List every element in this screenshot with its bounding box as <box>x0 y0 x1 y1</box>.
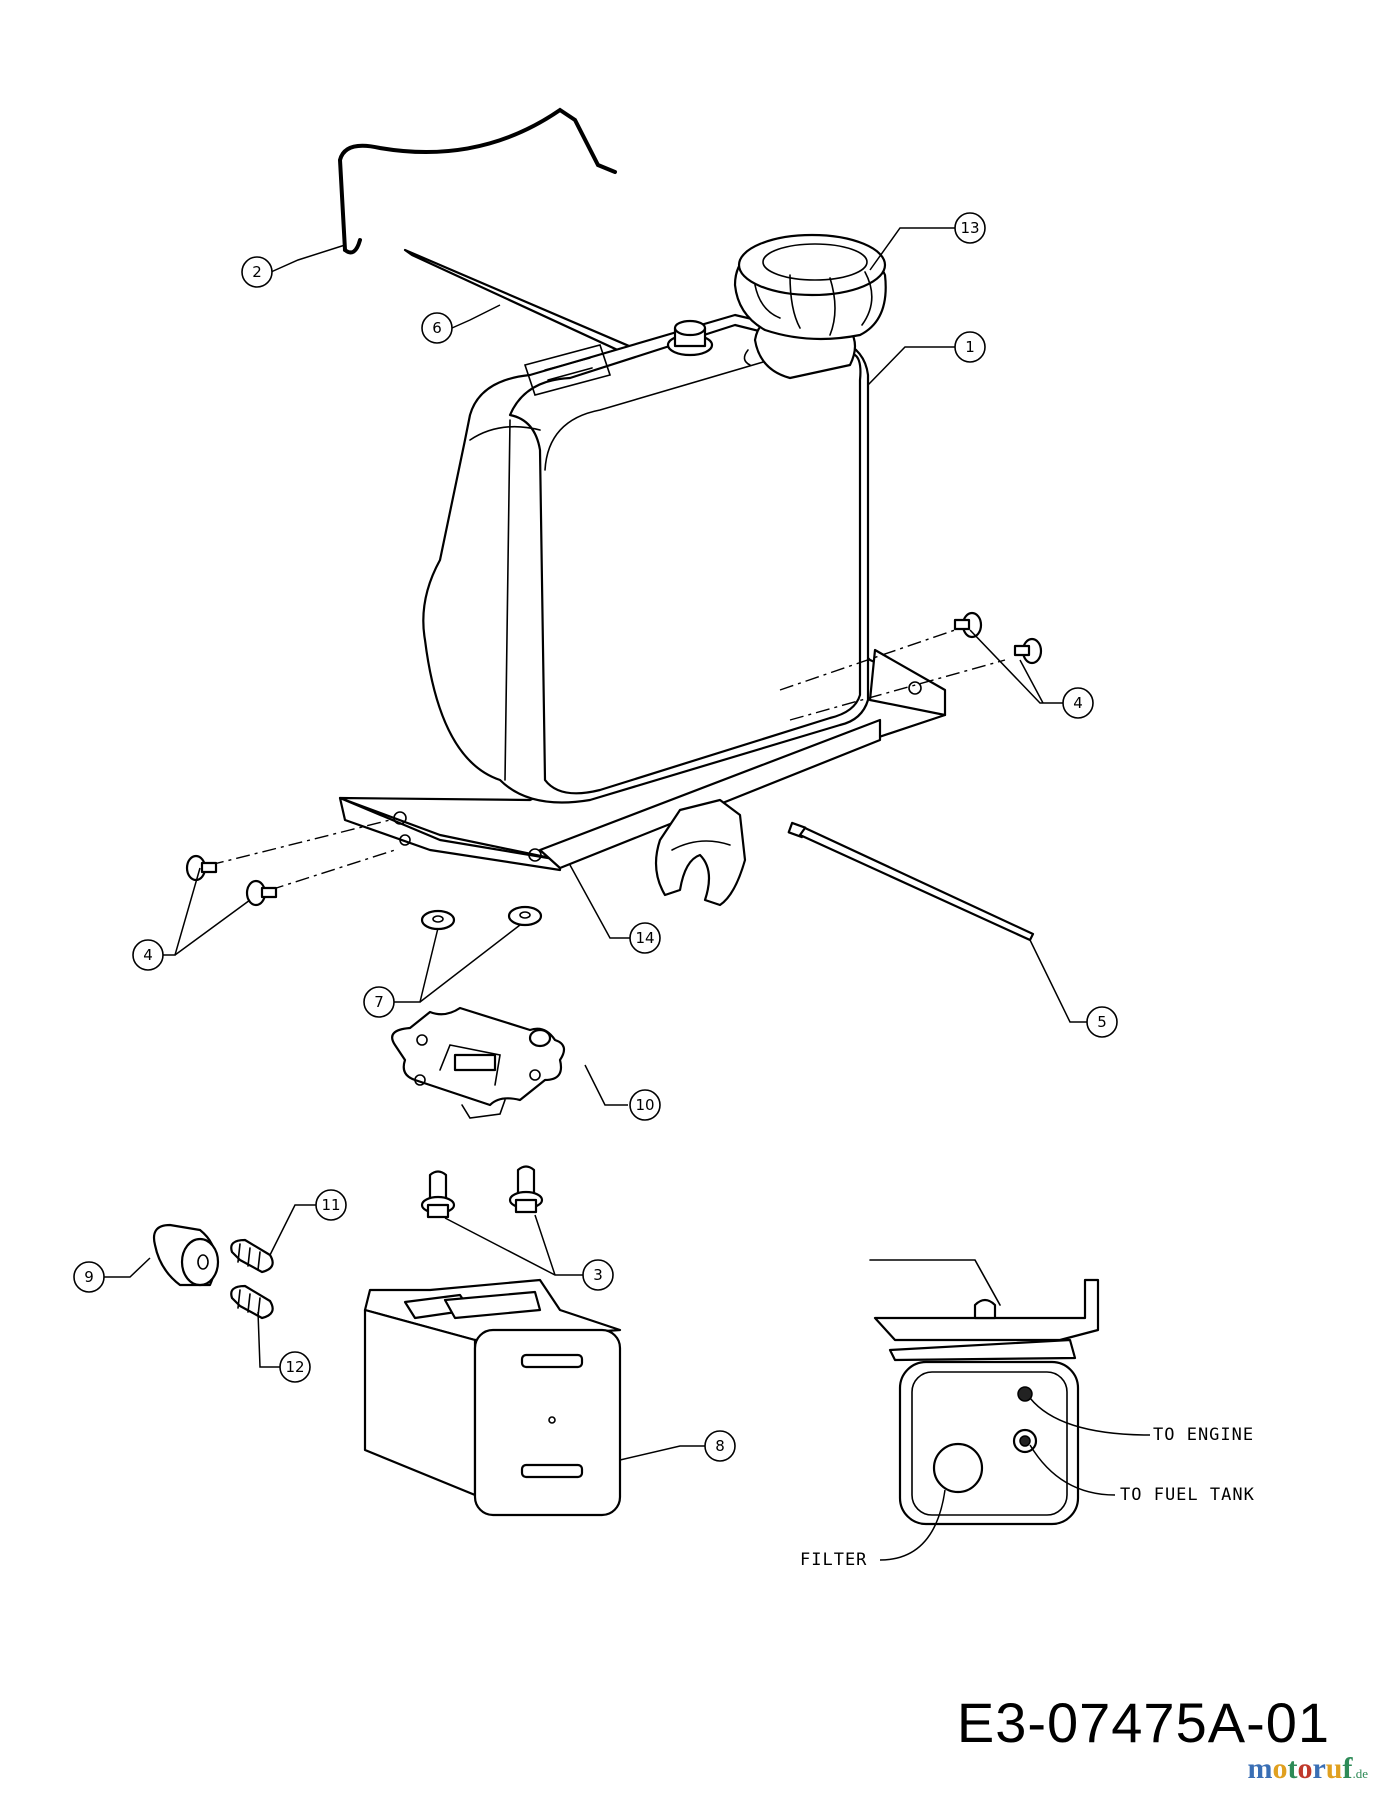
part-12-fitting <box>230 1284 274 1320</box>
part-13-fuel-cap <box>733 233 887 341</box>
watermark-logo: motoruf.de <box>1247 1752 1368 1785</box>
svg-text:13: 13 <box>960 219 979 237</box>
svg-text:14: 14 <box>635 929 654 947</box>
callout-4-left: 4 <box>132 939 164 971</box>
part-11-fitting <box>230 1238 274 1274</box>
part-7-washers <box>420 905 543 931</box>
part-2-wire-hook <box>337 107 617 255</box>
part-3-bolts <box>420 1165 544 1219</box>
svg-text:3: 3 <box>593 1266 603 1284</box>
svg-text:5: 5 <box>1097 1013 1107 1031</box>
callout-11: 11 <box>315 1189 347 1221</box>
callout-8: 8 <box>704 1430 736 1462</box>
part-8-fuel-filter <box>363 1278 622 1517</box>
part-5-cable-tie <box>787 821 1035 942</box>
callout-14: 14 <box>629 922 661 954</box>
svg-text:9: 9 <box>84 1268 94 1286</box>
svg-text:4: 4 <box>1073 694 1083 712</box>
svg-text:6: 6 <box>432 319 442 337</box>
label-to-engine: TO ENGINE <box>1153 1425 1254 1445</box>
drawing-code: E3-07475A-01 <box>956 1691 1330 1754</box>
callout-4-right: 4 <box>1062 687 1094 719</box>
svg-text:1: 1 <box>965 338 975 356</box>
label-filter: FILTER <box>800 1550 867 1570</box>
callout-12: 12 <box>279 1351 311 1383</box>
callout-9: 9 <box>73 1261 105 1293</box>
svg-text:7: 7 <box>374 993 384 1011</box>
callout-7: 7 <box>363 986 395 1018</box>
svg-text:11: 11 <box>321 1196 340 1214</box>
svg-text:12: 12 <box>285 1358 304 1376</box>
callout-2: 2 <box>241 256 273 288</box>
svg-text:2: 2 <box>252 263 262 281</box>
svg-text:4: 4 <box>143 946 153 964</box>
svg-text:8: 8 <box>715 1437 725 1455</box>
callout-13: 13 <box>954 212 986 244</box>
label-to-fuel-tank: TO FUEL TANK <box>1120 1485 1255 1505</box>
svg-text:10: 10 <box>635 1096 654 1114</box>
part-4-bolts-right <box>779 611 1043 721</box>
part-4-bolts-left <box>185 819 396 907</box>
callout-3: 3 <box>582 1259 614 1291</box>
leader-lines <box>104 227 1087 1461</box>
part-10-filter-bracket <box>391 1006 566 1119</box>
callout-5: 5 <box>1086 1006 1118 1038</box>
callout-10: 10 <box>629 1089 661 1121</box>
detail-view: TO ENGINE TO FUEL TANK FILTER <box>800 1259 1255 1570</box>
part-9-grommet <box>152 1223 220 1287</box>
fuel-line-clip <box>654 798 747 907</box>
callout-6: 6 <box>421 312 453 344</box>
callout-1: 1 <box>954 331 986 363</box>
